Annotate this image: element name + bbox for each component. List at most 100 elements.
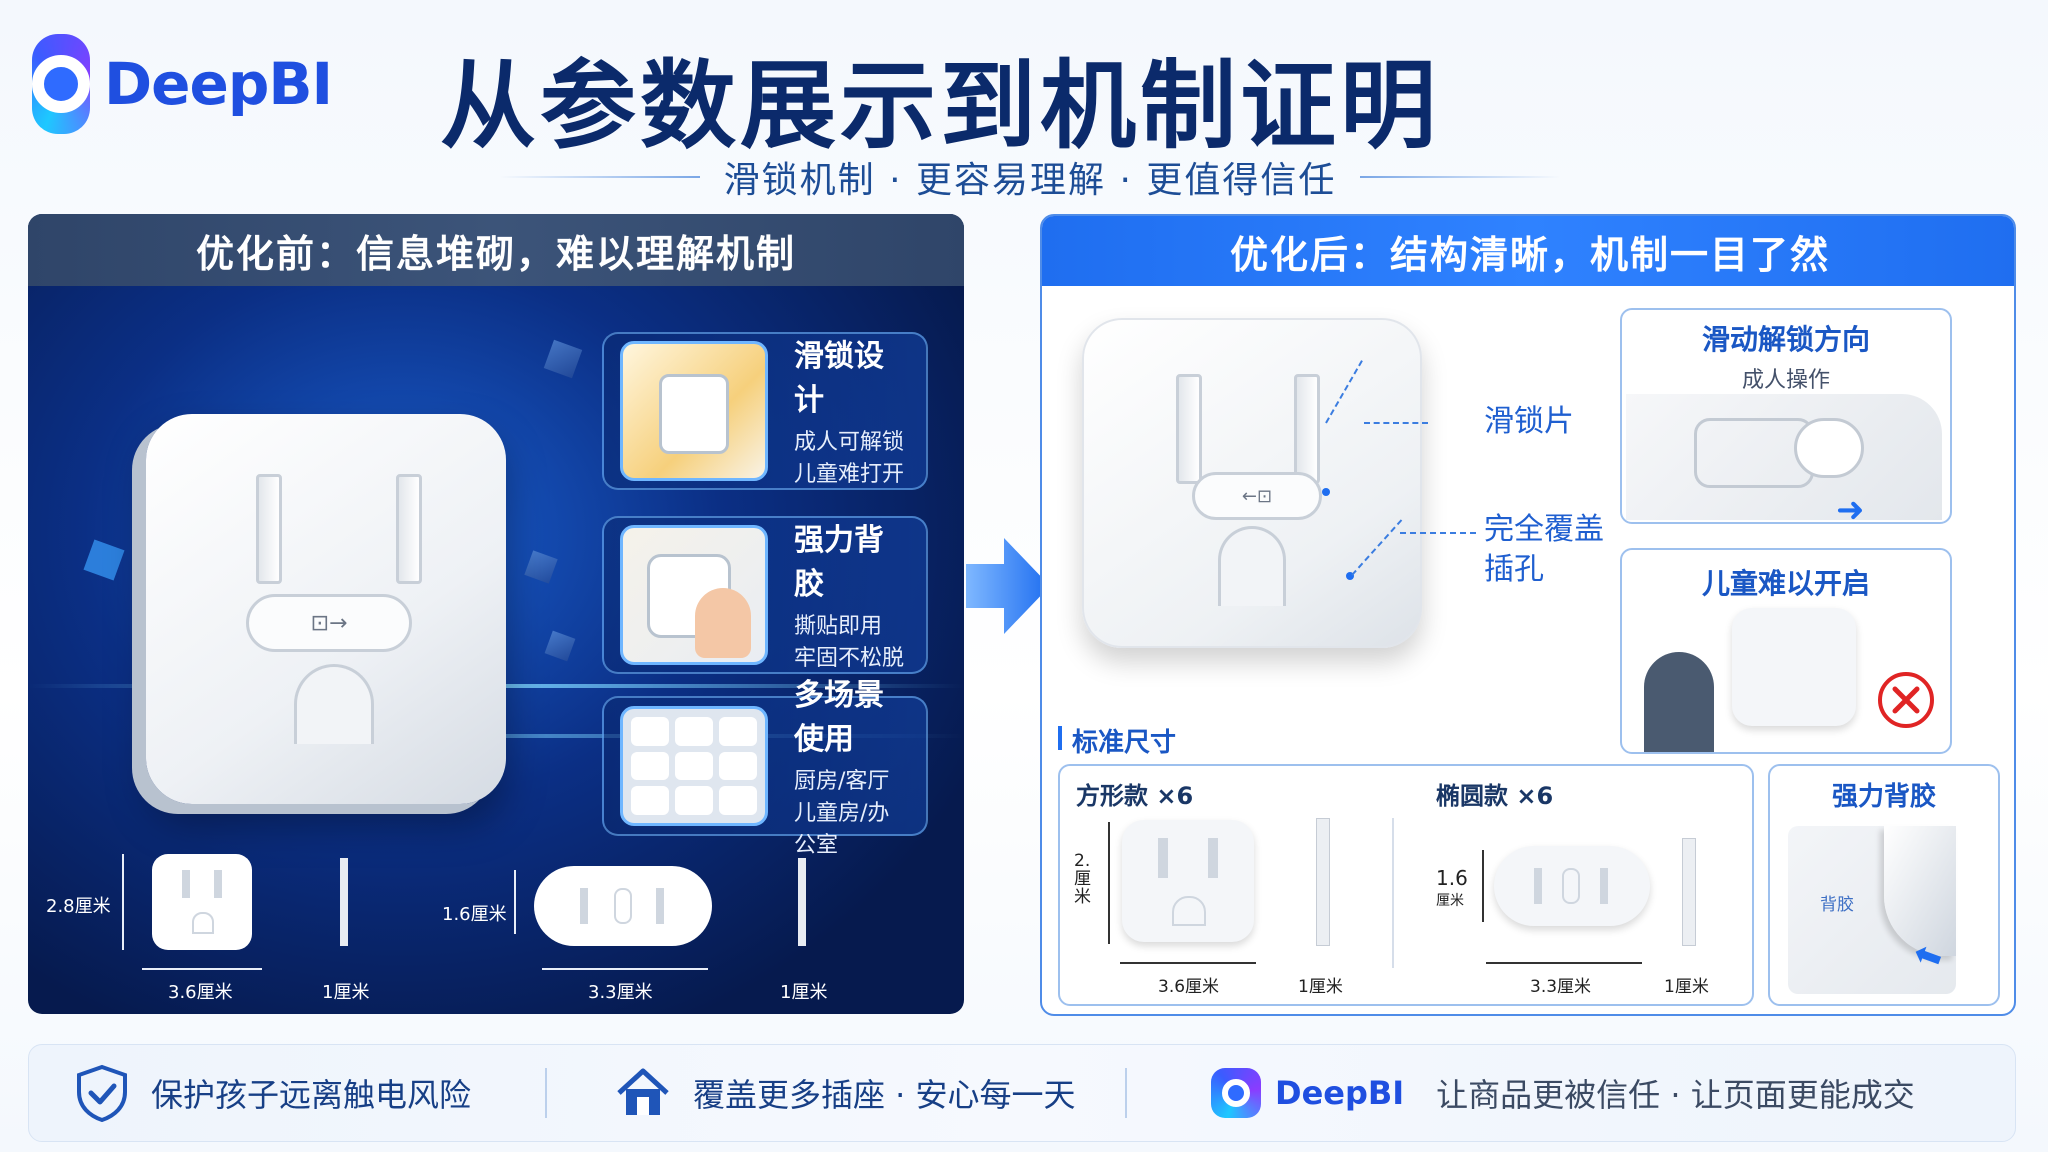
deepbi-logo-icon — [32, 34, 90, 134]
feature-line: 厨房/客厅 — [794, 769, 890, 794]
oval-model-label: 椭圆款 ×6 — [1436, 782, 1554, 810]
footer-bar: 保护孩子远离触电风险 覆盖更多插座 · 安心每一天 DeepBI 让商品更被信任… — [28, 1044, 2016, 1142]
dim-tick — [1120, 962, 1256, 964]
dim-tick — [514, 870, 516, 934]
light-streak — [128, 734, 964, 738]
feature-card: 多场景使用 厨房/客厅 儿童房/办公室 — [602, 678, 928, 858]
dim-label: 2.8厘米 — [46, 896, 111, 917]
feature-title: 多场景使用 — [794, 678, 884, 757]
outlet-slot — [396, 474, 422, 584]
deepbi-logo-icon — [1211, 1068, 1261, 1118]
adhesive-illustration: 背胶 ⬅ — [1788, 826, 1956, 994]
box-title: 儿童难以开启 — [1701, 567, 1870, 600]
callout-line — [1364, 422, 1428, 424]
divider — [1125, 1068, 1127, 1118]
dim-label: 1厘米 — [322, 982, 370, 1003]
oval-cover-thumb — [534, 866, 712, 946]
dim-label: 3.3厘米 — [1530, 977, 1592, 997]
size-box: 方形款 ×6 椭圆款 ×6 2. 厘 米 3.6厘米 1厘米 1.6 厘米 3.… — [1058, 764, 1754, 1006]
box-title: 滑动解锁方向 — [1701, 323, 1870, 356]
box-subtitle: 成人操作 — [1741, 368, 1830, 393]
feature-title: 强力背胶 — [794, 523, 884, 602]
size-section-label: 标准尺寸 — [1072, 728, 1177, 758]
dim-label: 1厘米 — [1664, 977, 1709, 997]
dim-tick — [1108, 822, 1110, 944]
footer-brand: DeepBI — [1275, 1074, 1405, 1112]
outlet-slot — [256, 474, 282, 584]
divider — [1392, 818, 1394, 968]
feature-line: 牢固不松脱 — [794, 646, 905, 671]
footer-item-coverage: 覆盖更多插座 · 安心每一天 — [615, 1067, 1125, 1119]
callout-cover: 插孔 — [1484, 552, 1544, 587]
feature-card: 滑锁设计 成人可解锁 儿童难打开 — [602, 332, 928, 490]
footer-slogan: 让商品更被信任 · 让页面更能成交 — [1436, 1076, 1915, 1114]
outlet-cover-image: ←⊡ — [1082, 318, 1422, 648]
dim-tick — [1482, 850, 1484, 922]
feature-line: 撕贴即用 — [794, 614, 883, 639]
arrow-right-icon: ➜ — [1836, 490, 1865, 524]
callout-dot — [1322, 488, 1330, 496]
divider — [1360, 176, 1561, 178]
adhesive-tag: 背胶 — [1820, 895, 1854, 915]
outlet-cover-image: ⊡→ — [146, 414, 506, 804]
dim-label: 3.3厘米 — [588, 982, 653, 1003]
square-model-label: 方形款 ×6 — [1076, 782, 1194, 810]
transition-arrow-icon — [966, 538, 1050, 634]
after-heading: 优化后：结构清晰，机制一目了然 — [1042, 216, 2014, 286]
outlet-slot — [1176, 374, 1202, 484]
outlet-ground-hole — [1218, 526, 1286, 606]
callout-slider: 滑锁片 — [1484, 404, 1574, 439]
divider — [500, 176, 700, 178]
dim-label: 2. 厘 米 — [1074, 851, 1091, 907]
dim-tick — [1486, 962, 1642, 964]
dim-label: 厘米 — [1436, 893, 1464, 909]
decor-diamond — [83, 539, 125, 581]
multi-scene-thumb — [620, 706, 768, 826]
thickness-thumb — [1316, 818, 1330, 946]
thickness-thumb — [798, 858, 806, 946]
brand-name: DeepBI — [104, 50, 333, 118]
divider — [545, 1068, 547, 1118]
decor-cube — [524, 550, 558, 584]
adhesive-thumb — [620, 525, 768, 665]
dim-label: 1厘米 — [1298, 977, 1343, 997]
unlock-direction-box: 滑动解锁方向 成人操作 ➜ — [1620, 308, 1952, 524]
slide-lock: ←⊡ — [1192, 472, 1322, 520]
feature-line: 儿童难打开 — [794, 462, 905, 487]
dim-tick — [542, 968, 708, 970]
callout-dot — [1346, 572, 1354, 580]
square-cover-thumb — [1122, 820, 1254, 942]
feature-title: 滑锁设计 — [794, 339, 884, 418]
shield-check-icon — [77, 1064, 127, 1122]
square-cover-thumb — [152, 854, 252, 950]
outlet-ground-hole — [294, 664, 374, 744]
decor-cube — [544, 630, 576, 662]
oval-cover-thumb — [1494, 846, 1650, 926]
dim-label: 1.6 — [1436, 866, 1468, 890]
thickness-thumb — [1682, 838, 1696, 946]
before-heading: 优化前：信息堆砌，难以理解机制 — [28, 214, 964, 286]
dim-label: 1厘米 — [780, 982, 828, 1003]
footer-text: 覆盖更多插座 · 安心每一天 — [693, 1076, 1076, 1114]
outlet-slot — [1294, 374, 1320, 484]
after-panel: 优化后：结构清晰，机制一目了然 ←⊡ 滑锁片 完全覆盖 插孔 滑动解锁方向 成人… — [1040, 214, 2016, 1016]
before-panel: 优化前：信息堆砌，难以理解机制 ⊡→ 滑锁设计 成人可解锁 儿童难打开 强力背胶… — [28, 214, 964, 1014]
no-entry-icon — [1878, 672, 1934, 728]
subtitle-row: 滑锁机制 · 更容易理解 · 更值得信任 — [500, 152, 1561, 202]
footer-text: 保护孩子远离触电风险 — [151, 1076, 472, 1114]
dim-label: 3.6厘米 — [168, 982, 233, 1003]
dim-label: 1.6厘米 — [442, 904, 507, 925]
callout-cover: 完全覆盖 — [1484, 512, 1604, 547]
child-silhouette-icon — [1644, 652, 1714, 752]
outlet-cover-thumb — [1732, 608, 1856, 726]
decor-cube — [543, 339, 583, 379]
child-proof-box: 儿童难以开启 — [1620, 548, 1952, 754]
adhesive-box: 强力背胶 背胶 ⬅ — [1768, 764, 2000, 1006]
section-marker — [1058, 726, 1062, 750]
box-title: 强力背胶 — [1831, 782, 1936, 812]
callout-line — [1400, 532, 1476, 534]
page-title: 从参数展示到机制证明 — [440, 50, 1440, 162]
feature-line: 成人可解锁 — [794, 430, 905, 455]
page-subtitle: 滑锁机制 · 更容易理解 · 更值得信任 — [723, 160, 1337, 201]
footer-item-brand: DeepBI 让商品更被信任 · 让页面更能成交 — [1211, 1068, 1915, 1118]
